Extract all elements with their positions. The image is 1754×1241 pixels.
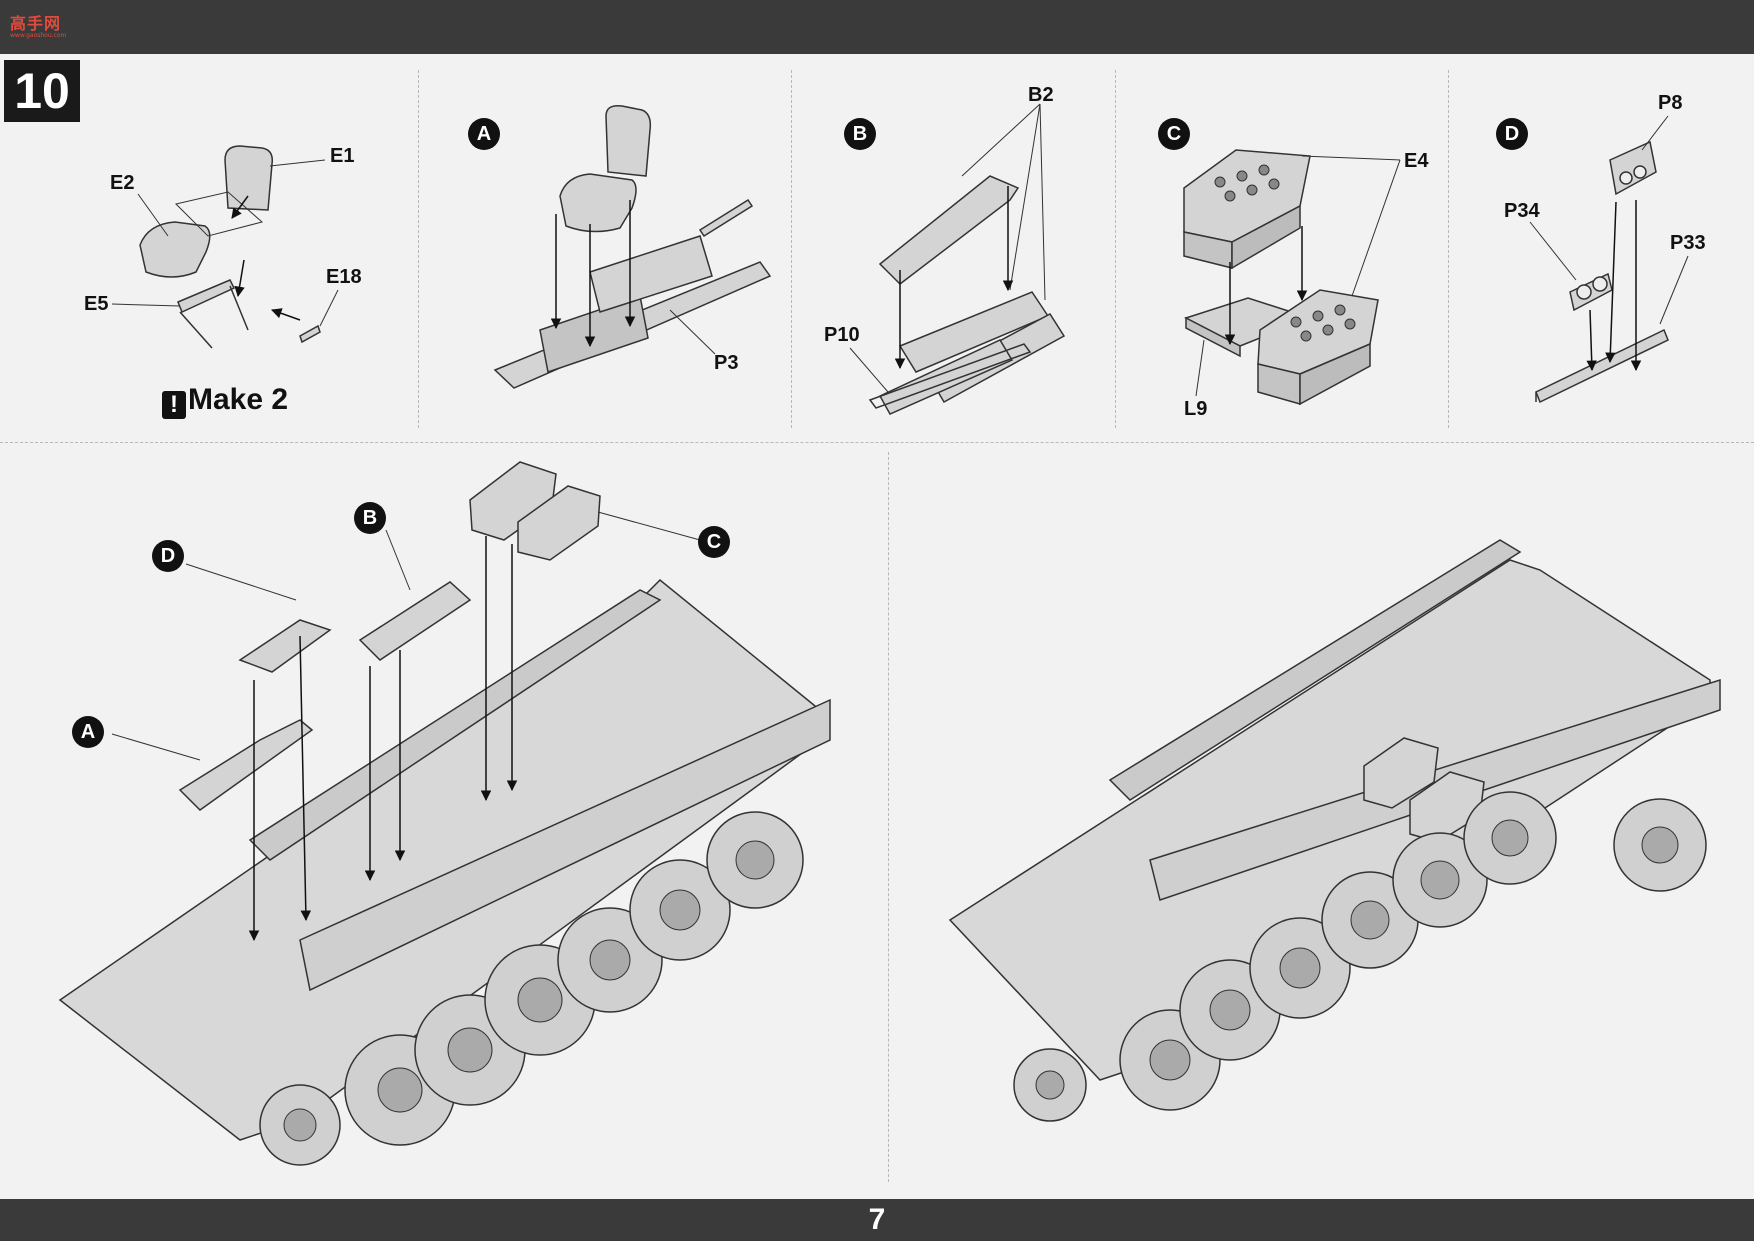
marker-a-main: A: [72, 716, 104, 748]
top-bar: [0, 0, 1754, 54]
hull-wheel-hubs-left: [283, 840, 775, 1142]
marker-d: D: [1496, 118, 1528, 150]
part-label-p10: P10: [824, 324, 860, 346]
part-label-p3: P3: [714, 352, 739, 374]
marker-d-main: D: [152, 540, 184, 572]
hull-wheel-hubs-right: [1035, 819, 1679, 1100]
panel-divider: [1115, 70, 1116, 428]
exploded-parts: [178, 461, 601, 811]
ammo-boxes-drawing: [1183, 149, 1379, 406]
row-divider: [0, 442, 1754, 443]
part-label-p33: P33: [1670, 232, 1706, 254]
watermark-text: 高手网: [10, 14, 62, 33]
make-note-text: Make 2: [188, 383, 289, 416]
part-label-e4: E4: [1404, 150, 1429, 172]
part-label-p8: P8: [1658, 92, 1683, 114]
watermark-url: www.gaoshou.com: [10, 32, 67, 39]
marker-b-main: B: [354, 502, 386, 534]
marker-c: C: [1158, 118, 1190, 150]
shells-drawing: [868, 175, 1066, 415]
seat-drawing: [139, 145, 321, 349]
part-label-e1: E1: [330, 145, 355, 167]
ammo-box-holes: [1214, 164, 1356, 342]
warning-icon: !: [162, 391, 186, 419]
part-label-e2: E2: [110, 172, 135, 194]
bottom-bar: [0, 1199, 1754, 1241]
marker-a: A: [468, 118, 500, 150]
step-number: 10: [4, 60, 80, 122]
panel-divider: [418, 70, 419, 428]
part-label-p34: P34: [1504, 200, 1540, 222]
part-label-b2: B2: [1028, 84, 1054, 106]
marker-b: B: [844, 118, 876, 150]
panel-divider: [1448, 70, 1449, 428]
make-two-note: !Make 2: [162, 383, 288, 419]
panel-divider: [888, 452, 889, 1182]
page-number: 7: [868, 1203, 886, 1236]
panel-divider: [791, 70, 792, 428]
platform-drawing: [493, 104, 772, 389]
watermark-logo: 高手网 www.gaoshou.com: [4, 4, 72, 39]
marker-c-main: C: [698, 526, 730, 558]
hull-wheels-right: [1013, 791, 1707, 1122]
part-label-l9: L9: [1184, 398, 1208, 420]
part-label-e18: E18: [326, 266, 362, 288]
instrument-panel-drawing: [1535, 140, 1669, 404]
hull-exploded-drawing: [58, 578, 831, 1141]
part-label-e5: E5: [84, 293, 109, 315]
